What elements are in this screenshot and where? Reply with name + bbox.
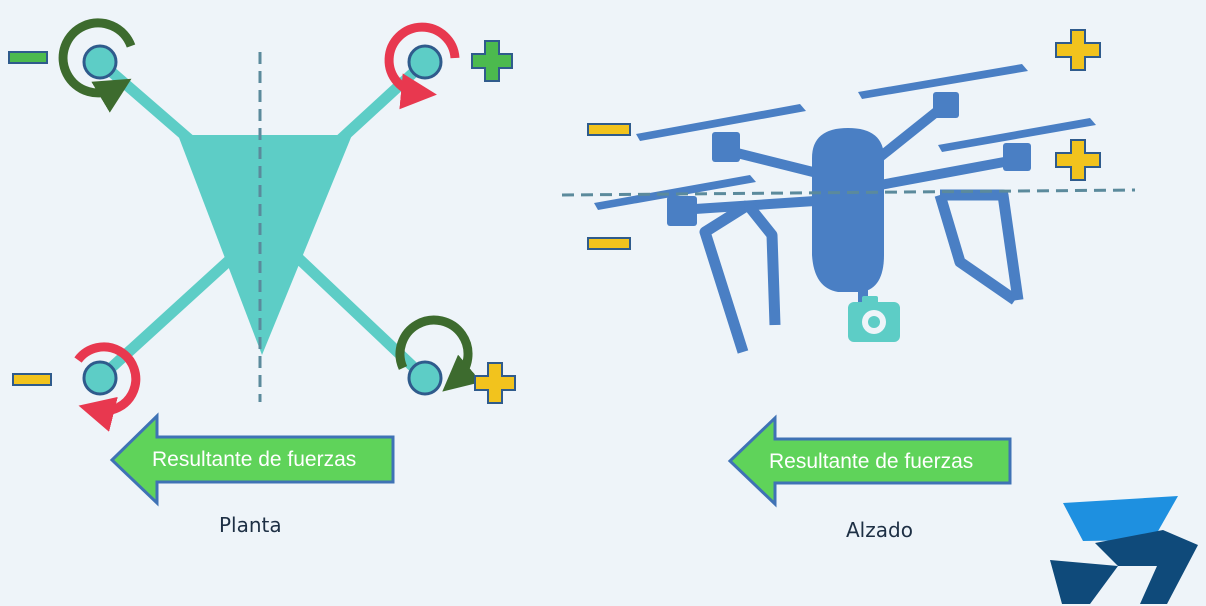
plus-sign-icon [1055, 139, 1101, 181]
rotor-bottom-right [395, 315, 482, 396]
rotor-top-left [58, 18, 136, 113]
minus-sign-icon [587, 123, 631, 136]
motors [667, 92, 1031, 226]
plus-sign-icon [1055, 29, 1101, 71]
landing-gear [699, 189, 1024, 354]
plus-sign-icon [471, 40, 513, 82]
alzado-view [561, 29, 1136, 508]
rotation-arrow-icon [58, 18, 136, 113]
rotor-bottom-left [74, 342, 141, 432]
minus-sign-icon [587, 237, 631, 250]
minus-sign-icon [8, 51, 48, 64]
reference-axis [561, 188, 1136, 197]
rotation-arrow-icon [395, 315, 482, 392]
resultant-force-arrow [109, 412, 395, 507]
planta-view [8, 18, 516, 507]
resultant-force-arrow [727, 414, 1012, 508]
plus-sign-icon [474, 362, 516, 404]
camera-icon [848, 296, 900, 342]
brand-logo-icon [1050, 496, 1198, 604]
drone-body [812, 128, 884, 292]
rotor-top-right [384, 22, 460, 110]
alzado-caption: Alzado [846, 518, 913, 542]
alzado-arrow-label: Resultante de fuerzas [769, 450, 974, 473]
rotation-arrow-icon [74, 342, 141, 432]
minus-sign-icon [12, 373, 52, 386]
rotation-arrow-icon [384, 22, 460, 110]
rotor-blades [594, 64, 1096, 210]
planta-caption: Planta [219, 513, 282, 537]
quad-body [178, 135, 352, 355]
planta-arrow-label: Resultante de fuerzas [152, 448, 357, 471]
